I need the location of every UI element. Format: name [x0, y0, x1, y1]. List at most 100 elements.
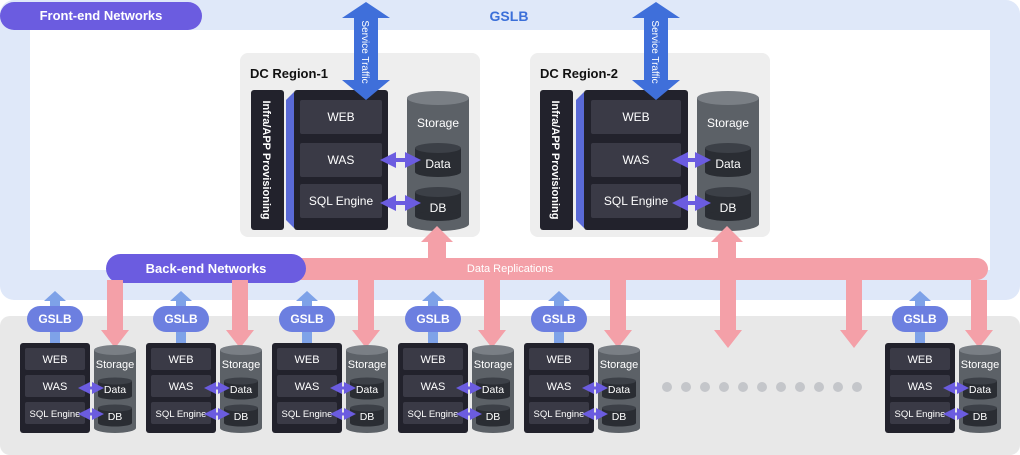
storage-cylinder-top — [697, 91, 759, 105]
data-cylinder-top — [602, 377, 636, 385]
data-cylinder-bottom — [224, 392, 258, 400]
db-label: DB — [973, 411, 988, 423]
data-cylinder — [602, 381, 636, 396]
storage-cylinder-top — [94, 345, 136, 355]
data-label: Data — [230, 384, 252, 396]
provisioning-label: Infra/APP Provisioning — [549, 101, 561, 220]
tier-box — [151, 402, 211, 424]
data-cylinder-bottom — [602, 392, 636, 400]
storage-cylinder-bottom — [407, 217, 469, 231]
data-cylinder-bottom — [98, 392, 132, 400]
data-cylinder-bottom — [705, 167, 751, 177]
more-nodes-ellipsis — [662, 382, 862, 392]
db-cylinder-top — [602, 404, 636, 412]
replication-down-arrow — [352, 280, 380, 348]
back-end-networks-label: Back-end Networks — [146, 261, 267, 276]
data-cylinder-bottom — [963, 392, 997, 400]
db-cylinder-bottom — [602, 419, 636, 427]
provisioning-panel — [540, 90, 573, 230]
db-cylinder — [602, 408, 636, 423]
gslb-pill — [153, 306, 209, 332]
gslb-label: GSLB — [290, 312, 324, 326]
tier-box — [890, 402, 950, 424]
db-cylinder-top — [350, 404, 384, 412]
data-cylinder-bottom — [476, 392, 510, 400]
service-traffic-arrow-1: Service Traffic — [342, 2, 390, 100]
tier-label: SQL Engine — [30, 409, 81, 420]
tier-label: WEB — [420, 354, 445, 366]
data-replications-label: Data Replications — [467, 263, 554, 275]
tier-label: WAS — [547, 381, 572, 393]
data-cylinder — [963, 381, 997, 396]
service-traffic-arrow-2: Service Traffic — [632, 2, 680, 100]
tier-box — [403, 348, 463, 370]
gslb-pill — [892, 306, 948, 332]
tier-label: WEB — [168, 354, 193, 366]
was-box — [300, 143, 382, 177]
gslb-label: GSLB — [164, 312, 198, 326]
storage-label: Storage — [348, 359, 387, 371]
tier-box — [529, 348, 589, 370]
db-cylinder — [476, 408, 510, 423]
storage-label: Storage — [417, 116, 459, 130]
provisioning-label: Infra/APP Provisioning — [260, 101, 272, 220]
dc-region-2: DC Region-2 Infra/APP Provisioning WEB W… — [530, 53, 770, 237]
gslb-pill — [279, 306, 335, 332]
gslb-label: GSLB — [542, 312, 576, 326]
tier-box — [403, 375, 463, 397]
gslb-pill — [27, 306, 83, 332]
tier-box — [890, 348, 950, 370]
data-label: Data — [356, 384, 378, 396]
data-cylinder-bottom — [415, 167, 461, 177]
data-cylinder-top — [705, 143, 751, 153]
data-cylinder-top — [224, 377, 258, 385]
db-label: DB — [360, 411, 375, 423]
data-label: Data — [608, 384, 630, 396]
data-cylinder-top — [350, 377, 384, 385]
tier-label: WEB — [294, 354, 319, 366]
data-label: Data — [482, 384, 504, 396]
replication-down-arrow — [101, 280, 129, 348]
service-traffic-label: Service Traffic — [649, 20, 660, 83]
data-cylinder-top — [476, 377, 510, 385]
front-end-networks-label: Front-end Networks — [40, 8, 163, 23]
replication-down-arrow — [965, 280, 993, 348]
storage-cylinder-top — [346, 345, 388, 355]
storage-cylinder-top — [598, 345, 640, 355]
db-cylinder — [98, 408, 132, 423]
storage-label: Storage — [961, 359, 1000, 371]
tier-box — [25, 375, 85, 397]
storage-cylinder-top — [407, 91, 469, 105]
was-label: WAS — [328, 153, 355, 167]
storage-cylinder-top — [220, 345, 262, 355]
storage-label: Storage — [707, 116, 749, 130]
db-cylinder-top — [415, 187, 461, 197]
db-label: DB — [612, 411, 627, 423]
was-box — [591, 143, 681, 177]
tier-box — [25, 402, 85, 424]
region-title: DC Region-2 — [540, 66, 618, 81]
web-label: WEB — [622, 110, 649, 124]
tier-label: WEB — [907, 354, 932, 366]
gslb-top-label: GSLB — [490, 8, 529, 24]
sql-engine-label: SQL Engine — [309, 194, 374, 208]
data-cylinder-top — [98, 377, 132, 385]
front-end-networks-pill — [0, 2, 202, 30]
service-traffic-label: Service Traffic — [359, 20, 370, 83]
replication-down-arrow — [840, 280, 868, 348]
data-label: Data — [425, 157, 451, 171]
storage-cylinder-bottom — [697, 217, 759, 231]
tier-label: WAS — [169, 381, 194, 393]
tier-label: WAS — [295, 381, 320, 393]
web-box — [591, 100, 681, 134]
tier-box — [151, 348, 211, 370]
was-label: WAS — [623, 153, 650, 167]
storage-label: Storage — [222, 359, 261, 371]
tier-box — [529, 402, 589, 424]
replication-down-arrow — [226, 280, 254, 348]
data-label: Data — [969, 384, 991, 396]
